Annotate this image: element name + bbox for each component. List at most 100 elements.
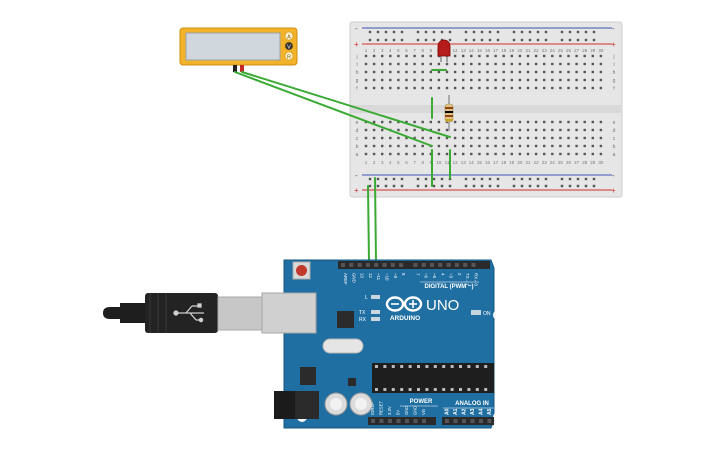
breadboard-hole[interactable] (413, 86, 416, 90)
breadboard-hole[interactable] (389, 70, 392, 74)
rail-hole[interactable] (448, 38, 452, 42)
breadboard-hole[interactable] (502, 62, 505, 66)
breadboard-hole[interactable] (437, 136, 441, 140)
breadboard-hole[interactable] (534, 86, 538, 90)
breadboard-hole[interactable] (559, 70, 562, 74)
breadboard-hole[interactable] (421, 62, 424, 66)
usb-cable[interactable] (103, 293, 263, 333)
rail-hole[interactable] (496, 184, 500, 188)
breadboard-hole[interactable] (397, 62, 400, 66)
breadboard-hole[interactable] (437, 78, 441, 82)
breadboard-hole[interactable] (470, 54, 473, 58)
rail-hole[interactable] (528, 184, 532, 188)
breadboard-hole[interactable] (478, 152, 481, 156)
red-led[interactable] (437, 39, 451, 62)
rail-hole[interactable] (584, 38, 588, 42)
breadboard-hole[interactable] (502, 152, 505, 156)
breadboard-hole[interactable] (445, 70, 449, 74)
breadboard-hole[interactable] (389, 152, 392, 156)
breadboard-hole[interactable] (510, 62, 513, 66)
reset-button[interactable] (296, 265, 307, 276)
breadboard-hole[interactable] (437, 86, 441, 90)
rail-hole[interactable] (584, 30, 588, 34)
breadboard-hole[interactable] (502, 120, 505, 124)
breadboard-hole[interactable] (364, 86, 368, 90)
breadboard-hole[interactable] (405, 128, 408, 132)
breadboard-hole[interactable] (583, 120, 586, 124)
breadboard-hole[interactable] (583, 86, 586, 90)
breadboard-hole[interactable] (364, 144, 368, 148)
rail-hole[interactable] (368, 38, 372, 42)
rail-hole[interactable] (424, 184, 428, 188)
breadboard-hole[interactable] (478, 144, 481, 148)
breadboard-hole[interactable] (599, 70, 603, 74)
rail-hole[interactable] (512, 184, 516, 188)
rail-hole[interactable] (464, 184, 468, 188)
breadboard-hole[interactable] (526, 54, 530, 58)
analog-pin-hole[interactable] (453, 419, 458, 423)
breadboard-hole[interactable] (486, 128, 489, 132)
breadboard-hole[interactable] (462, 62, 465, 66)
rail-hole[interactable] (400, 38, 404, 42)
breadboard-hole[interactable] (575, 120, 578, 124)
breadboard-hole[interactable] (364, 136, 368, 140)
breadboard-hole[interactable] (543, 120, 546, 124)
breadboard-hole[interactable] (462, 144, 465, 148)
breadboard-hole[interactable] (518, 62, 522, 66)
breadboard-hole[interactable] (486, 62, 489, 66)
breadboard-hole[interactable] (559, 152, 562, 156)
breadboard-hole[interactable] (453, 70, 457, 74)
breadboard-hole[interactable] (397, 128, 400, 132)
breadboard-hole[interactable] (462, 54, 465, 58)
breadboard-hole[interactable] (559, 54, 562, 58)
breadboard-hole[interactable] (518, 144, 522, 148)
breadboard-hole[interactable] (543, 86, 546, 90)
breadboard-hole[interactable] (575, 86, 578, 90)
breadboard-hole[interactable] (397, 136, 400, 140)
rail-hole[interactable] (480, 30, 484, 34)
rail-hole[interactable] (584, 177, 588, 181)
breadboard-hole[interactable] (551, 54, 554, 58)
breadboard-hole[interactable] (478, 54, 481, 58)
breadboard-hole[interactable] (599, 54, 603, 58)
breadboard-hole[interactable] (421, 136, 424, 140)
breadboard-hole[interactable] (381, 78, 384, 82)
breadboard-hole[interactable] (494, 120, 497, 124)
rail-hole[interactable] (424, 38, 428, 42)
breadboard-hole[interactable] (591, 54, 594, 58)
breadboard-hole[interactable] (381, 152, 384, 156)
rail-hole[interactable] (384, 30, 388, 34)
breadboard-hole[interactable] (510, 86, 513, 90)
breadboard-hole[interactable] (534, 144, 538, 148)
breadboard-hole[interactable] (470, 136, 473, 140)
rail-hole[interactable] (544, 30, 548, 34)
breadboard[interactable]: - + - + - + - + 112233445566778899101011… (349, 21, 623, 198)
power-pin-hole[interactable] (405, 419, 409, 423)
breadboard-hole[interactable] (437, 128, 441, 132)
breadboard-hole[interactable] (526, 86, 530, 90)
rail-hole[interactable] (536, 38, 540, 42)
breadboard-hole[interactable] (494, 70, 497, 74)
rail-hole[interactable] (368, 177, 372, 181)
breadboard-hole[interactable] (494, 144, 497, 148)
breadboard-hole[interactable] (575, 152, 578, 156)
rail-hole[interactable] (592, 38, 596, 42)
breadboard-hole[interactable] (502, 128, 505, 132)
breadboard-hole[interactable] (599, 128, 603, 132)
breadboard-hole[interactable] (534, 128, 538, 132)
rail-hole[interactable] (520, 184, 524, 188)
digital-pin-hole[interactable] (365, 263, 370, 267)
breadboard-hole[interactable] (599, 120, 603, 124)
breadboard-hole[interactable] (591, 78, 594, 82)
breadboard-hole[interactable] (534, 54, 538, 58)
breadboard-hole[interactable] (381, 144, 384, 148)
digital-pin-hole[interactable] (430, 263, 434, 267)
breadboard-hole[interactable] (397, 54, 400, 58)
breadboard-hole[interactable] (567, 120, 570, 124)
breadboard-hole[interactable] (599, 78, 603, 82)
breadboard-hole[interactable] (543, 128, 546, 132)
breadboard-hole[interactable] (551, 144, 554, 148)
breadboard-hole[interactable] (462, 86, 465, 90)
rail-hole[interactable] (488, 184, 492, 188)
